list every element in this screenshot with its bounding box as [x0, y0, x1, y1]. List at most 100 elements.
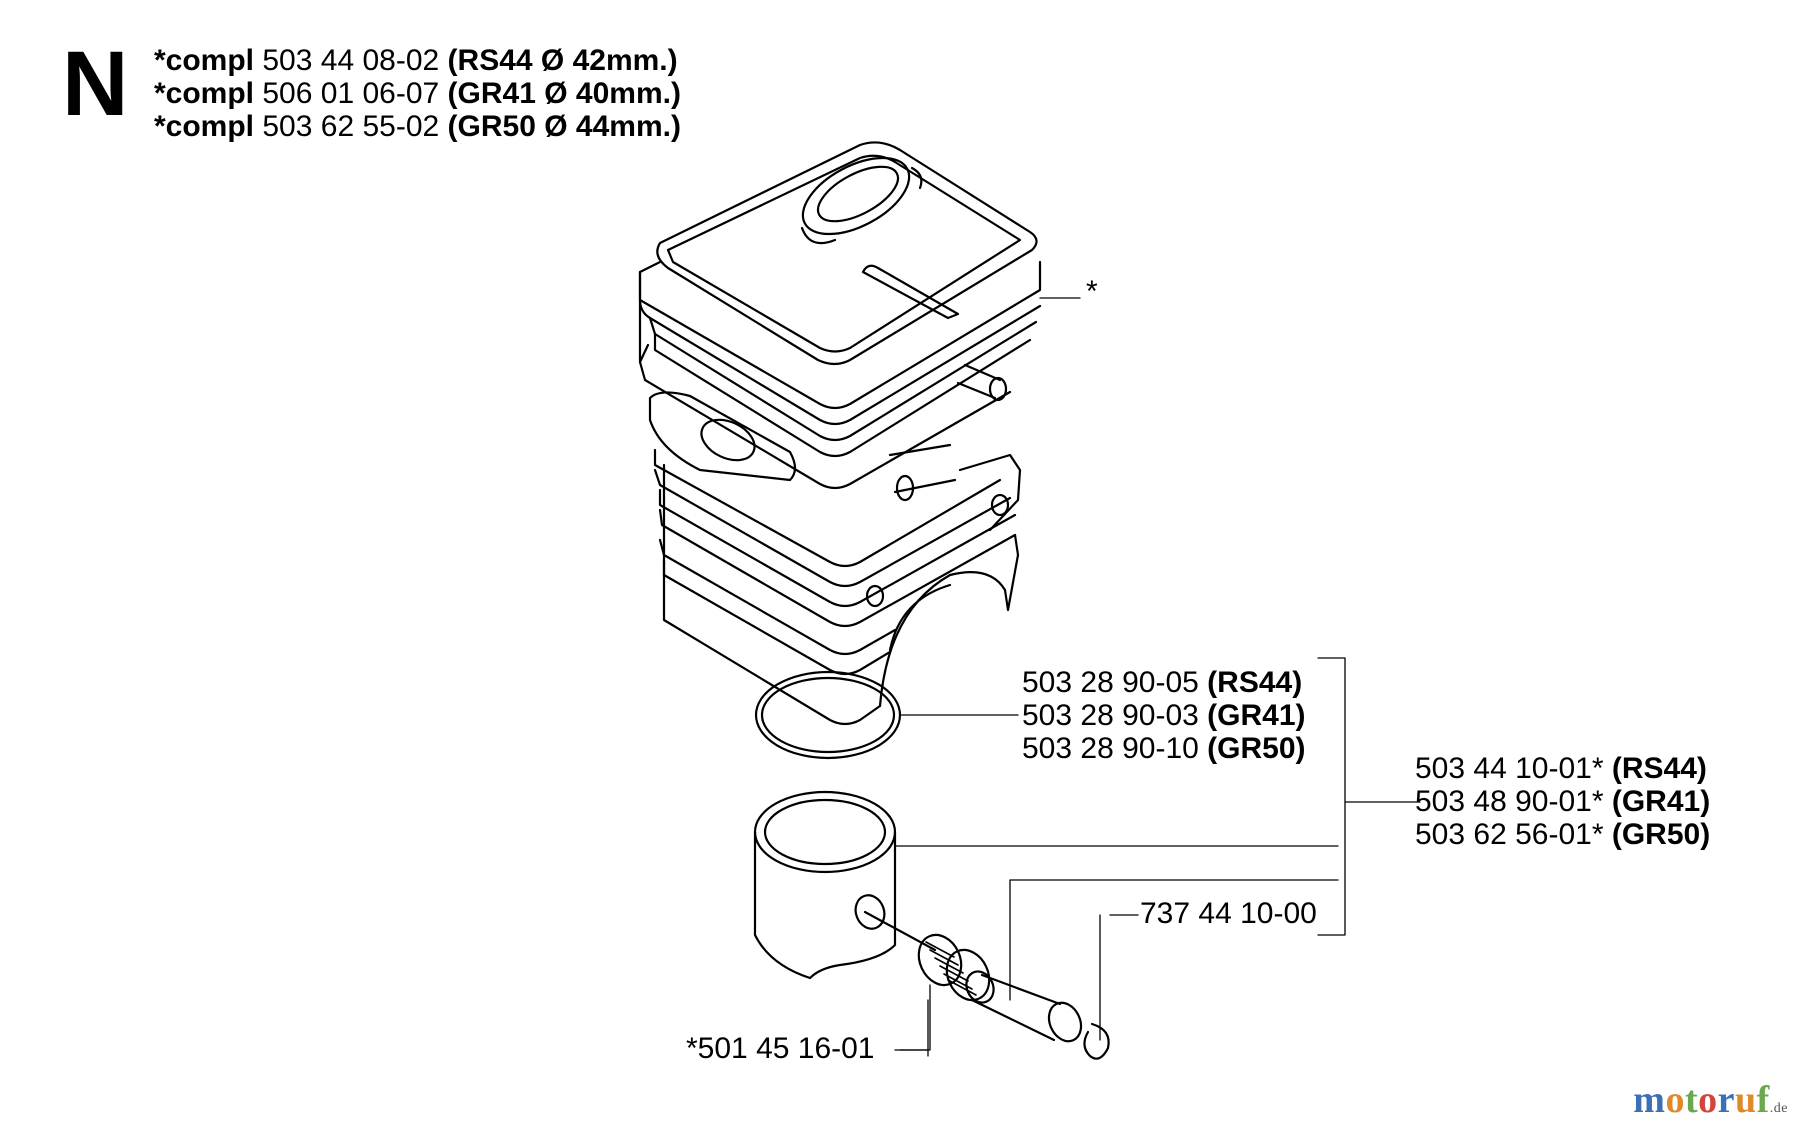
- cylinder-callout: *: [1086, 275, 1098, 308]
- piston-ring-inner: [760, 676, 896, 754]
- cylinder-fin: [653, 468, 1012, 588]
- header-spec: (GR41 Ø 40mm.): [447, 77, 681, 110]
- piston-skirt: [753, 830, 897, 980]
- piston-bracket: [1317, 657, 1421, 936]
- top-slot: [861, 264, 960, 320]
- ring-part-number: 503 28 90-10: [1022, 732, 1199, 765]
- piston-model: (GR50): [1611, 818, 1711, 851]
- leader-lines: [894, 297, 1421, 1057]
- piston-ring-label: 503 28 90-10 (GR50): [1022, 732, 1306, 765]
- header-prefix: *compl: [154, 110, 255, 143]
- spark-plug-hole: [816, 165, 900, 223]
- base-bolt-hole: [865, 584, 885, 608]
- piston-ring-outer: [754, 670, 902, 760]
- cylinder-left-edge: [638, 270, 666, 577]
- cylinder-fin: [653, 448, 1002, 568]
- piston-pin-drawing: [965, 970, 1083, 1043]
- leader-bearing: [899, 999, 929, 1057]
- logo-letter: u: [1734, 1079, 1757, 1121]
- cylinder-fin: [658, 508, 1017, 628]
- circlip-label: 737 44 10-00: [1140, 897, 1317, 930]
- ring-part-number: 503 28 90-03: [1022, 699, 1199, 732]
- piston-label: 503 62 56-01* (GR50): [1415, 818, 1710, 851]
- piston-part-number: 503 62 56-01*: [1415, 818, 1604, 851]
- piston-ring-drawing: [754, 670, 902, 760]
- circlip-drawing: [1083, 1022, 1110, 1060]
- transfer-tube: [888, 443, 957, 494]
- cylinder-fin: [638, 298, 1042, 426]
- header-row: *compl 503 44 08-02 (RS44 Ø 42mm.): [154, 44, 681, 77]
- header-spec: (GR50 Ø 44mm.): [447, 110, 681, 143]
- logo-letter: t: [1684, 1079, 1699, 1121]
- header-part-number: 503 62 55-02: [262, 110, 440, 143]
- exhaust-flange: [648, 391, 797, 482]
- logo-letter: m: [1633, 1079, 1666, 1121]
- piston-pin-body: [970, 973, 1062, 1042]
- logo-letter: r: [1717, 1079, 1735, 1121]
- exhaust-port: [700, 418, 756, 462]
- piston-pin-boss: [854, 894, 886, 930]
- logo-suffix: .de: [1769, 1101, 1788, 1116]
- needle-bearing-drawing: [863, 910, 991, 1002]
- piston-part-number: 503 48 90-01*: [1415, 785, 1604, 818]
- cylinder-fin: [638, 260, 1042, 410]
- piston-ring-label: 503 28 90-03 (GR41): [1022, 699, 1306, 732]
- transfer-tube-end: [895, 474, 915, 502]
- header-prefix: *compl: [154, 44, 255, 77]
- cylinder-drawing: [638, 141, 1042, 726]
- mount-lug: [958, 453, 1022, 532]
- crank-cutout-edge: [888, 583, 952, 652]
- logo-letter: f: [1756, 1079, 1770, 1121]
- header-spec: (RS44 Ø 42mm.): [447, 44, 678, 77]
- piston-crown-outer: [753, 790, 897, 874]
- cylinder-fin: [648, 316, 1038, 442]
- piston-pin-front: [1047, 1001, 1083, 1043]
- bearing-needles: [925, 941, 977, 996]
- cylinder-top-cover: [656, 141, 1038, 366]
- motoruf-logo: motoruf.de: [1633, 1078, 1788, 1122]
- bearing-label: *501 45 16-01: [686, 1032, 875, 1065]
- leader-bearing-label: [894, 984, 931, 1051]
- ring-part-number: 503 28 90-05: [1022, 666, 1199, 699]
- piston-model: (RS44): [1611, 752, 1707, 785]
- spark-plug-boss: [801, 156, 911, 236]
- crank-cutout: [878, 533, 1020, 708]
- header-part-number: 506 01 06-07: [262, 77, 440, 110]
- piston-part-number: 503 44 10-01*: [1415, 752, 1604, 785]
- piston-drawing: [753, 790, 897, 980]
- spark-plug-boss-base: [800, 166, 923, 245]
- piston-ring-label: 503 28 90-05 (RS44): [1022, 666, 1302, 699]
- leader-circlip: [1099, 914, 1139, 1041]
- ring-model: (GR41): [1207, 699, 1306, 732]
- bearing-back: [945, 948, 991, 1002]
- ring-model: (GR50): [1207, 732, 1306, 765]
- cylinder-fin: [658, 488, 1017, 608]
- header-part-number: 503 44 08-02: [262, 44, 440, 77]
- section-letter: N: [62, 33, 129, 135]
- piston-label: 503 44 10-01* (RS44): [1415, 752, 1707, 785]
- logo-text: motoruf: [1633, 1079, 1769, 1121]
- assembly-header: *compl 503 44 08-02 (RS44 Ø 42mm.) *comp…: [154, 44, 681, 143]
- logo-letter: o: [1665, 1079, 1685, 1121]
- cylinder-fin: [638, 343, 1012, 490]
- transfer-tube-end: [988, 376, 1008, 402]
- header-prefix: *compl: [154, 77, 255, 110]
- header-row: *compl 503 62 55-02 (GR50 Ø 44mm.): [154, 110, 681, 143]
- cylinder-fin: [658, 538, 897, 656]
- mount-lug-hole: [990, 493, 1010, 517]
- transfer-tube: [956, 363, 1002, 400]
- leader-piston-pin: [1009, 879, 1339, 1001]
- ring-model: (RS44): [1207, 666, 1303, 699]
- circlip: [1083, 1022, 1110, 1060]
- cylinder-fin: [653, 332, 1032, 458]
- cylinder-top-cover-inner: [666, 154, 1022, 353]
- header-row: *compl 506 01 06-07 (GR41 Ø 40mm.): [154, 77, 681, 110]
- bearing-axis: [863, 910, 937, 952]
- logo-letter: o: [1698, 1079, 1718, 1121]
- piston-label: 503 48 90-01* (GR41): [1415, 785, 1710, 818]
- piston-model: (GR41): [1611, 785, 1711, 818]
- piston-pin-back: [965, 970, 995, 1004]
- cylinder-base: [662, 573, 882, 726]
- cylinder-fin: [662, 558, 892, 676]
